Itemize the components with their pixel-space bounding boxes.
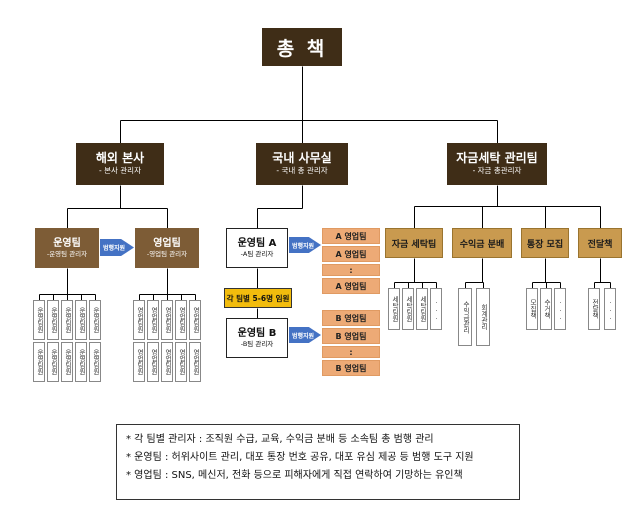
ops-member-box: 운영팀원 xyxy=(33,300,45,340)
sales-member-box: 영업팀원 xyxy=(147,300,159,340)
overseas-sales-title: 영업팀 xyxy=(153,237,181,249)
recruit-member-box: 수거책 xyxy=(540,288,552,330)
account-recruiting-title: 통장 모집 xyxy=(526,239,564,250)
a-sales-label: A 영업팀 xyxy=(335,231,367,241)
team-a-subtitle: -A팀 관리자 xyxy=(240,249,274,258)
ops-member-box: 운영팀원 xyxy=(33,342,45,382)
sales-member-box: 영업팀원 xyxy=(161,300,173,340)
footnote-line: * 운영팀 : 허위사이트 관리, 대포 통장 번호 공유, 대포 유심 제공 … xyxy=(126,452,474,463)
team-size-note-label: 각 팀별 5-6명 임원 xyxy=(226,293,290,303)
arrow-label: 범행지원 xyxy=(103,245,126,252)
ops-member-box: 운영팀원 xyxy=(75,342,87,382)
b-sales-label: B 영업팀 xyxy=(335,363,367,373)
a-sales-label: A 영업팀 xyxy=(335,249,367,259)
branch-domestic: 국내 사무실 - 국내 총 관리자 xyxy=(256,143,348,185)
ops-member-box: 운영팀원 xyxy=(47,300,59,340)
overseas-ops-team-box: 운영팀 -운영팀 관리자 xyxy=(35,228,99,268)
overseas-ops-title: 운영팀 xyxy=(53,237,81,249)
team-b-title: 운영팀 B xyxy=(237,327,277,339)
team-b-subtitle: -B팀 관리자 xyxy=(240,339,274,348)
account-recruiting-box: 통장 모집 xyxy=(521,228,569,258)
overseas-sales-subtitle: -영업팀 관리자 xyxy=(146,249,188,258)
root-box: 총 책 xyxy=(262,28,342,66)
ops-member-box: 운영팀원 xyxy=(75,300,87,340)
sales-member-box: 영업팀원 xyxy=(189,342,201,382)
recruit-member-ellipsis: ... xyxy=(554,288,566,330)
ops-member-box: 운영팀원 xyxy=(61,300,73,340)
branch-laundering: 자금세탁 관리팀 - 자금 총관리자 xyxy=(447,143,547,185)
recruit-member-box: 모집책 xyxy=(526,288,538,330)
ops-member-box: 운영팀원 xyxy=(61,342,73,382)
laundering-team-box: 자금 세탁팀 xyxy=(385,228,443,258)
laundering-member-box: 세탁팀원 xyxy=(388,288,400,330)
b-sales-team-box: B 영업팀 xyxy=(322,360,380,376)
overseas-sales-team-box: 영업팀 -영업팀 관리자 xyxy=(135,228,199,268)
branch-laundering-subtitle: - 자금 총관리자 xyxy=(472,166,522,176)
domestic-team-b-box: 운영팀 B -B팀 관리자 xyxy=(226,318,288,358)
crime-support-arrow-b: 범행지원 xyxy=(289,327,321,343)
team-a-title: 운영팀 A xyxy=(237,237,277,249)
a-sales-label: A 영업팀 xyxy=(335,281,367,291)
sales-member-box: 영업팀원 xyxy=(133,342,145,382)
b-sales-ellipsis-box: : xyxy=(322,346,380,358)
footnote-box: * 각 팀별 관리자 : 조직원 수급, 교육, 수익금 분배 등 소속팀 총 … xyxy=(116,424,520,500)
footnote-line: * 각 팀별 관리자 : 조직원 수급, 교육, 수익금 분배 등 소속팀 총 … xyxy=(126,434,434,445)
arrow-label: 범행지원 xyxy=(292,242,315,250)
courier-title: 전달책 xyxy=(587,239,613,250)
root-title: 총 책 xyxy=(276,37,328,60)
a-sales-team-box: A 영업팀 xyxy=(322,278,380,294)
ops-member-box: 운영팀원 xyxy=(89,342,101,382)
branch-laundering-title: 자금세탁 관리팀 xyxy=(456,151,538,166)
courier-member-ellipsis: ... xyxy=(604,288,616,330)
overseas-ops-subtitle: -운영팀 관리자 xyxy=(46,249,88,258)
b-sales-team-box: B 영업팀 xyxy=(322,310,380,326)
sales-member-box: 영업팀원 xyxy=(189,300,201,340)
branch-domestic-subtitle: - 국내 총 관리자 xyxy=(276,166,328,176)
b-sales-team-box: B 영업팀 xyxy=(322,328,380,344)
laundering-member-box: 세탁팀원 xyxy=(402,288,414,330)
branch-overseas: 해외 본사 - 본사 관리자 xyxy=(76,143,164,185)
laundering-team-title: 자금 세탁팀 xyxy=(391,239,437,250)
profit-member-box: 회계관리 xyxy=(476,288,490,346)
b-sales-ellipsis: : xyxy=(349,347,353,357)
a-sales-team-box: A 영업팀 xyxy=(322,246,380,262)
branch-overseas-title: 해외 본사 xyxy=(95,151,145,166)
sales-member-box: 영업팀원 xyxy=(175,300,187,340)
ops-member-box: 운영팀원 xyxy=(47,342,59,382)
profit-member-box: 수익금관리 xyxy=(458,288,472,346)
domestic-team-a-box: 운영팀 A -A팀 관리자 xyxy=(226,228,288,268)
a-sales-ellipsis: : xyxy=(349,265,353,275)
b-sales-label: B 영업팀 xyxy=(335,331,367,341)
sales-member-box: 영업팀원 xyxy=(175,342,187,382)
ops-member-box: 운영팀원 xyxy=(89,300,101,340)
branch-overseas-subtitle: - 본사 관리자 xyxy=(99,166,141,176)
laundering-member-ellipsis: ... xyxy=(430,288,442,330)
profit-distribution-title: 수익금 분배 xyxy=(459,239,505,250)
courier-member-box: 전달책 xyxy=(588,288,600,330)
team-size-note: 각 팀별 5-6명 임원 xyxy=(224,288,292,308)
a-sales-team-box: A 영업팀 xyxy=(322,228,380,244)
branch-domestic-title: 국내 사무실 xyxy=(272,151,332,166)
sales-member-box: 영업팀원 xyxy=(133,300,145,340)
profit-distribution-box: 수익금 분배 xyxy=(452,228,512,258)
courier-box: 전달책 xyxy=(578,228,622,258)
crime-support-arrow-a: 범행지원 xyxy=(289,237,321,253)
arrow-label: 범행지원 xyxy=(292,332,315,340)
b-sales-label: B 영업팀 xyxy=(335,313,367,323)
footnote-line: * 영업팀 : SNS, 메신저, 전화 등으로 피해자에게 직접 연락하여 기… xyxy=(126,470,463,481)
a-sales-ellipsis-box: : xyxy=(322,264,380,276)
crime-support-arrow-overseas: 범행지원 xyxy=(100,239,134,256)
laundering-member-box: 세탁팀원 xyxy=(416,288,428,330)
sales-member-box: 영업팀원 xyxy=(147,342,159,382)
sales-member-box: 영업팀원 xyxy=(161,342,173,382)
